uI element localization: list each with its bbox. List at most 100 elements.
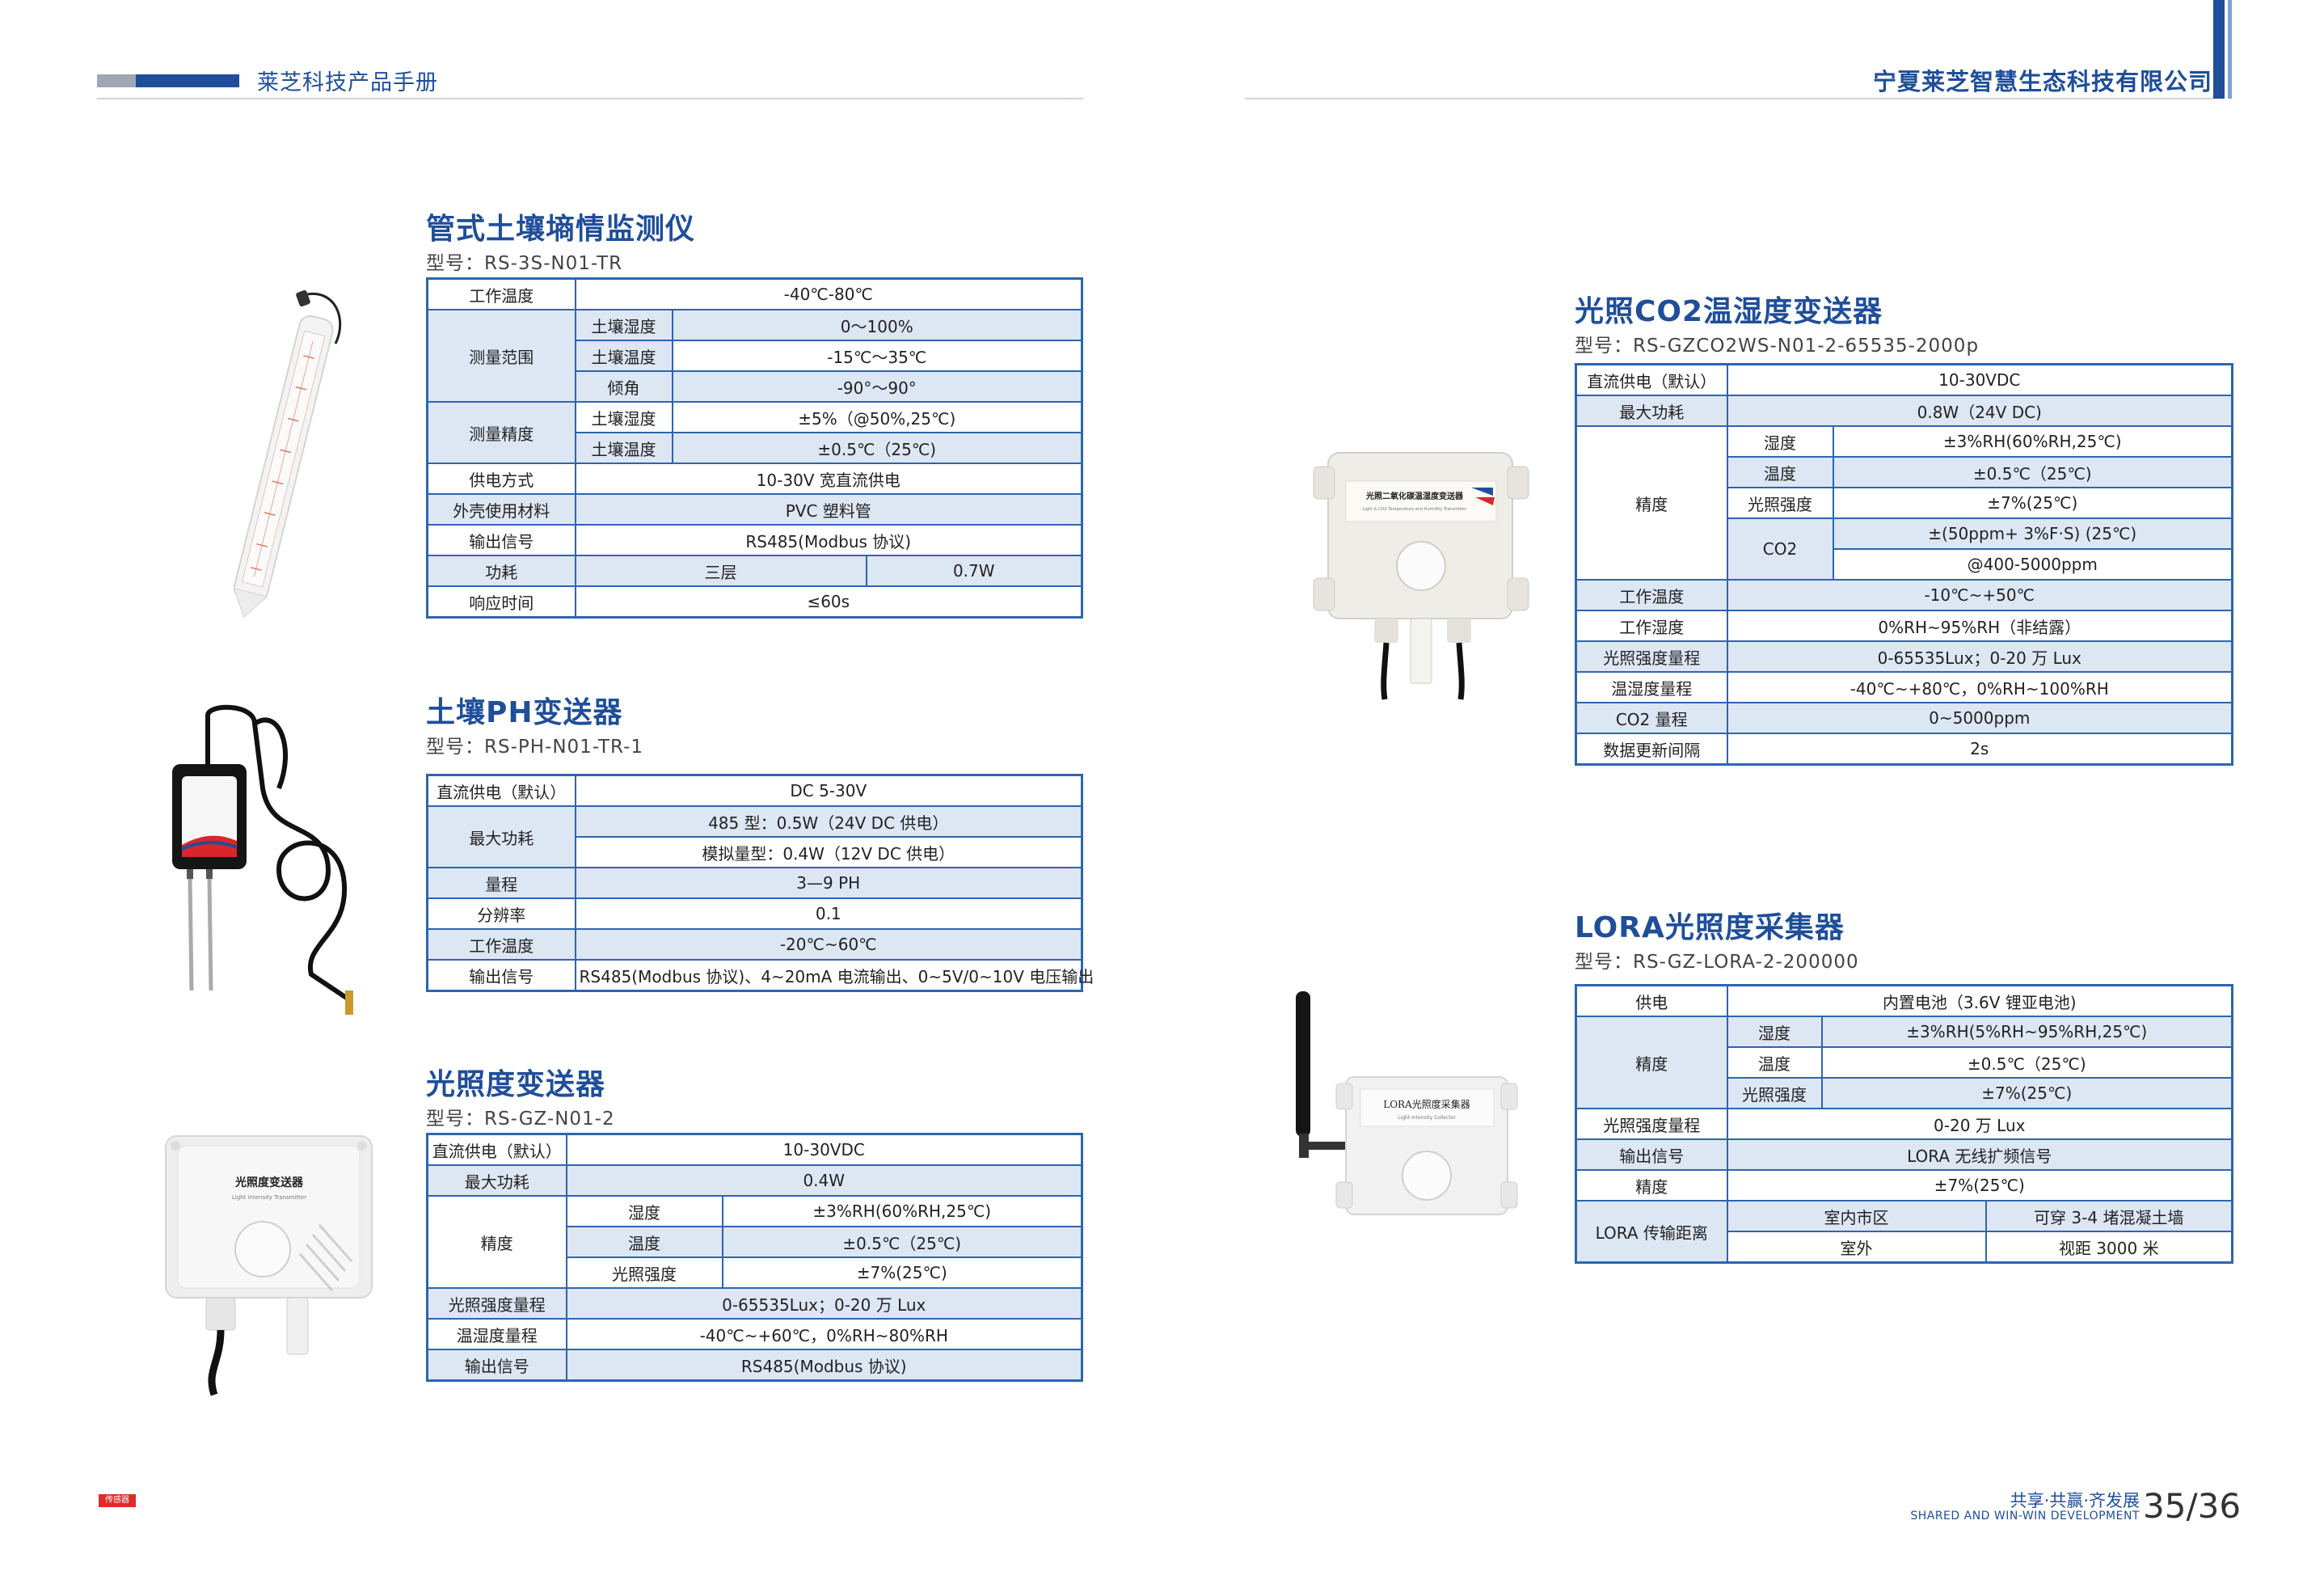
table-cell: 工作温度 — [1575, 579, 1728, 611]
table-cell: CO2 量程 — [1575, 702, 1728, 734]
catalog-title: 莱芝科技产品手册 — [257, 70, 438, 95]
table-row: 工作湿度 0%RH~95%RH（非结露） — [1575, 610, 2233, 642]
table-cell: 10-30V 宽直流供电 — [574, 462, 1083, 495]
product-title: LORA光照度采集器 — [1575, 911, 1845, 944]
spec-table-p1: 工作温度 -40℃-80℃ 测量范围 土壤湿度 0～100% 土壤温度 -15℃… — [426, 277, 1084, 619]
header-side-bar-thin — [2228, 0, 2232, 99]
table-cell: 2s — [1726, 733, 2233, 766]
table-cell: ±5%（@50%,25℃) — [671, 401, 1083, 433]
table-row: CO2 量程 0~5000ppm — [1575, 702, 2233, 734]
table-row: 响应时间 ≤60s — [426, 585, 1083, 619]
product-model: 型号：RS-3S-N01-TR — [426, 253, 623, 274]
product-title: 光照度变送器 — [426, 1068, 606, 1101]
table-cell: 温度 — [1726, 456, 1834, 488]
table-cell: ±7%(25℃) — [721, 1256, 1083, 1289]
table-row: 直流供电（默认） 10-30VDC — [1575, 363, 2233, 396]
table-cell: ±7%(25℃) — [1726, 1169, 2233, 1202]
table-cell: -90°～90° — [671, 370, 1083, 403]
table-cell: 光照强度量程 — [1575, 640, 1728, 673]
table-cell: 室外 — [1726, 1231, 1987, 1264]
table-row: 外壳使用材料 PVC 塑料管 — [426, 493, 1083, 526]
footer-slogan: 共享·共赢·齐发展 — [2010, 1491, 2140, 1510]
table-cell: 内置电池（3.6V 锂亚电池) — [1726, 984, 2233, 1017]
table-cell: 温度 — [1726, 1046, 1823, 1079]
table-cell: 0%RH~95%RH（非结露） — [1726, 610, 2233, 642]
table-row: 最大功耗 0.4W — [426, 1164, 1083, 1197]
table-cell: 温湿度量程 — [1575, 671, 1728, 703]
table-cell: LORA 无线扩频信号 — [1726, 1138, 2233, 1171]
table-row: 光照强度量程 0-20 万 Lux — [1575, 1108, 2233, 1140]
table-cell: -40℃~+80℃，0%RH~100%RH — [1726, 671, 2233, 703]
device-sublabel: Light & CO2 Temperature and Humidity Tra… — [1363, 507, 1468, 512]
table-row: 工作温度 -10℃~+50℃ — [1575, 579, 2233, 611]
table-row: 光照强度 ±7%(25℃) — [1576, 1077, 2233, 1109]
soil-tube-sensor-image — [194, 287, 356, 627]
table-row: 输出信号 RS485(Modbus 协议)、4~20mA 电流输出、0~5V/0… — [426, 959, 1094, 992]
table-cell: 视距 3000 米 — [1984, 1231, 2233, 1264]
soil-ph-sensor-image — [158, 699, 368, 1015]
table-cell: 0.7W — [865, 555, 1083, 587]
device-label: 光照二氧化碳温湿度变送器 — [1365, 491, 1464, 501]
table-cell: 直流供电（默认） — [1575, 363, 1728, 396]
device-label: LORA光照度采集器 — [1383, 1098, 1470, 1110]
table-cell: 10-30VDC — [565, 1133, 1083, 1166]
table-cell: 量程 — [426, 867, 576, 899]
table-row: 温度 ±0.5℃（25℃) — [428, 1226, 1083, 1258]
table-cell: 光照强度 — [565, 1256, 723, 1289]
table-row: 模拟量型：0.4W（12V DC 供电） — [428, 836, 1083, 868]
table-cell: 模拟量型：0.4W（12V DC 供电） — [574, 836, 1083, 868]
table-cell: 土壤温度 — [574, 340, 673, 372]
table-cell: 分辨率 — [426, 897, 576, 930]
table-cell: 最大功耗 — [426, 1164, 567, 1197]
co2-transmitter-image: 光照二氧化碳温湿度变送器 Light & CO2 Temperature and… — [1313, 449, 1532, 716]
table-cell: ±(50ppm+ 3%F·S) (25℃) — [1832, 517, 2233, 550]
table-cell: CO2 — [1726, 517, 1834, 581]
product-title: 光照CO2温湿度变送器 — [1575, 295, 1883, 328]
table-cell: 温湿度量程 — [426, 1318, 567, 1350]
table-row: 测量范围 土壤湿度 0～100% — [426, 309, 1083, 403]
table-row: 土壤温度 -15℃～35℃ — [428, 340, 1083, 372]
table-cell: 可穿 3-4 堵混凝土墙 — [1984, 1200, 2233, 1232]
table-cell: 10-30VDC — [1726, 363, 2233, 396]
table-cell: 土壤湿度 — [574, 401, 673, 433]
header-accent-blue — [136, 74, 239, 87]
table-cell: 室内市区 — [1726, 1200, 1987, 1232]
table-cell: 土壤湿度 — [574, 309, 673, 341]
table-cell: 湿度 — [565, 1195, 723, 1227]
table-row: @400-5000ppm — [1576, 548, 2233, 581]
table-cell: 光照强度 — [1726, 487, 1834, 519]
table-row: 供电 内置电池（3.6V 锂亚电池) — [1575, 984, 2233, 1017]
table-cell: 0.8W（24V DC) — [1726, 395, 2233, 427]
table-row: 工作温度 -40℃-80℃ — [426, 277, 1083, 310]
table-row: 室外 视距 3000 米 — [1576, 1231, 2233, 1264]
table-cell: 三层 — [574, 555, 867, 587]
table-cell: 光照强度量程 — [1575, 1108, 1728, 1140]
footer-slogan-en: SHARED AND WIN-WIN DEVELOPMENT — [1910, 1510, 2140, 1523]
device-sublabel: Light Intensity Collector — [1398, 1115, 1456, 1121]
table-cell: PVC 塑料管 — [574, 493, 1083, 526]
table-cell: 输出信号 — [426, 1349, 567, 1382]
table-row: 数据更新间隔 2s — [1575, 733, 2233, 766]
spec-table-p5: 供电 内置电池（3.6V 锂亚电池) 精度 湿度 ±3%RH(5%RH~95%R… — [1575, 984, 2234, 1264]
table-cell: ±0.5℃（25℃) — [721, 1226, 1083, 1258]
table-cell: 精度 — [1575, 1016, 1728, 1109]
table-cell: ±3%RH(60%RH,25℃) — [721, 1195, 1083, 1227]
header-rule-right — [1245, 98, 2213, 99]
spec-table-p4: 直流供电（默认） 10-30VDC 最大功耗 0.8W（24V DC) 精度 湿… — [1575, 363, 2234, 766]
table-cell: RS485(Modbus 协议) — [574, 524, 1083, 556]
table-cell: 0~5000ppm — [1726, 702, 2233, 734]
product-model: 型号：RS-PH-N01-TR-1 — [426, 737, 644, 758]
table-row: 土壤温度 ±0.5℃（25℃) — [428, 432, 1083, 464]
light-transmitter-image: 光照度变送器 Light intensity Transmitter — [158, 1128, 380, 1396]
table-cell: 温度 — [565, 1226, 723, 1258]
table-row: 光照强度量程 0-65535Lux；0-20 万 Lux — [1575, 640, 2233, 673]
table-row: 温度 ±0.5℃（25℃) — [1576, 1046, 2233, 1079]
table-row: 最大功耗 0.8W（24V DC) — [1575, 395, 2233, 427]
table-row: 倾角 -90°～90° — [428, 370, 1083, 403]
table-row: 分辨率 0.1 — [426, 897, 1083, 930]
lora-collector-image: LORA光照度采集器 Light Intensity Collector — [1289, 988, 1532, 1231]
table-cell: 0-65535Lux；0-20 万 Lux — [1726, 640, 2233, 673]
table-cell: 0-65535Lux；0-20 万 Lux — [565, 1287, 1083, 1320]
table-cell: RS485(Modbus 协议) — [565, 1349, 1083, 1382]
table-cell: 输出信号 — [1575, 1138, 1728, 1171]
